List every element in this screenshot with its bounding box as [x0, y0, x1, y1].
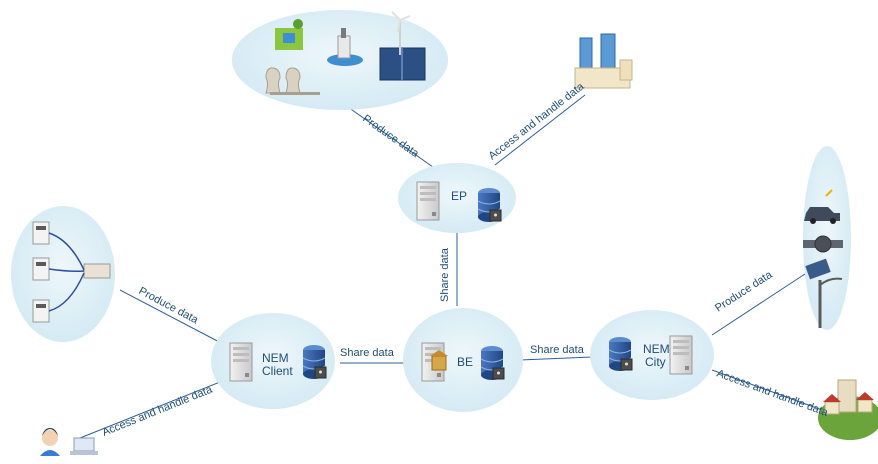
- water-meter-icon: [803, 235, 843, 253]
- hydro-plant-icon: [275, 19, 303, 50]
- edge-generation-ep: [344, 104, 441, 173]
- edge-label-meters-client: Produce data: [137, 285, 201, 327]
- concentrator-icon: [83, 263, 111, 279]
- town-icon: [818, 379, 878, 440]
- edge-label-ep-be: Share data: [439, 247, 451, 302]
- oil-platform-icon: [327, 28, 363, 66]
- edge-ep-office: [494, 94, 586, 166]
- meters-group: [11, 206, 115, 342]
- node-be[interactable]: BE: [403, 308, 523, 412]
- edge-label-ep-office: Access and handle data: [486, 80, 587, 162]
- database-lock-icon: [477, 187, 502, 223]
- edge-label-generation-ep: Produce data: [360, 113, 421, 161]
- database-lock-icon: [302, 344, 327, 380]
- edge-label-client-be: Share data: [340, 347, 395, 359]
- node-nem-client[interactable]: NEM Client: [211, 313, 335, 409]
- street-light-icon: [805, 258, 843, 328]
- power-plant-icon: [265, 67, 320, 95]
- database-lock-icon: [608, 336, 633, 372]
- edge-meters-client: [119, 289, 226, 346]
- edge-city-devices: [711, 271, 809, 336]
- edge-label-client-user: Access and handle data: [101, 383, 215, 438]
- user-icon: [40, 428, 60, 456]
- node-nem-city-line2: City: [645, 355, 666, 369]
- node-nem-city-line1: NEM: [643, 342, 670, 356]
- wind-turbine-icon: [379, 11, 426, 81]
- connection-lines: [74, 94, 823, 441]
- node-ep[interactable]: EP: [398, 163, 516, 233]
- bank-icon: [421, 342, 448, 382]
- node-ep-label: EP: [451, 189, 467, 203]
- office-building-icon: [574, 33, 633, 89]
- server-icon: [416, 181, 440, 221]
- node-be-label: BE: [457, 355, 473, 369]
- edge-be-city: [519, 356, 593, 361]
- edge-client-user: [74, 379, 226, 441]
- laptop-icon: [70, 437, 98, 455]
- electric-car-icon: [804, 189, 840, 224]
- database-lock-icon: [480, 345, 505, 381]
- edge-label-city-devices: Produce data: [713, 268, 775, 314]
- devices-group: [803, 146, 851, 330]
- smart-meter-icon: [32, 221, 50, 323]
- server-icon: [229, 342, 253, 382]
- server-icon: [669, 335, 693, 375]
- generation-group: [232, 10, 448, 110]
- node-nem-city[interactable]: NEM City: [590, 310, 714, 400]
- node-nem-client-line1: NEM: [262, 351, 289, 365]
- node-nem-client-line2: Client: [262, 364, 293, 378]
- edge-label-be-city: Share data: [530, 344, 585, 356]
- edge-city-town: [711, 369, 823, 411]
- edge-label-city-town: Access and handle data: [715, 368, 830, 420]
